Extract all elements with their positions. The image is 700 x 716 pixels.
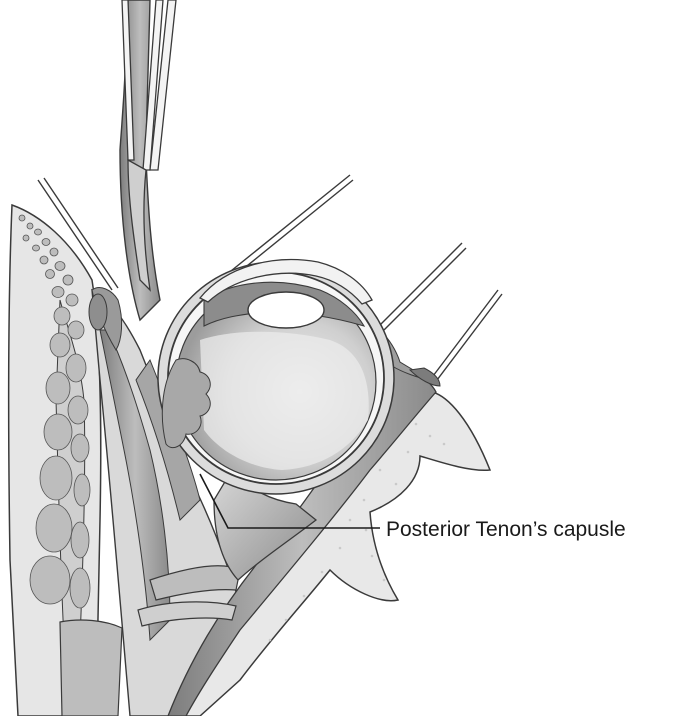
posterior-tenons-capsule-label: Posterior Tenon’s capusle: [386, 518, 626, 541]
optic-nerve: [213, 468, 318, 581]
forceps-instrument: [121, 0, 177, 292]
nasal-soft-tissue: [59, 619, 123, 716]
air-cells: [18, 214, 91, 609]
inferior-tissues: [137, 565, 241, 627]
cornea: [198, 259, 373, 305]
label-leader-line: [199, 473, 380, 529]
lens: [247, 291, 325, 329]
label-posterior-tenons-capsule: Posterior Tenon’s capusle: [199, 473, 626, 541]
ethmoid-bone-wall: [7, 203, 102, 716]
eye-globe: [161, 259, 385, 485]
